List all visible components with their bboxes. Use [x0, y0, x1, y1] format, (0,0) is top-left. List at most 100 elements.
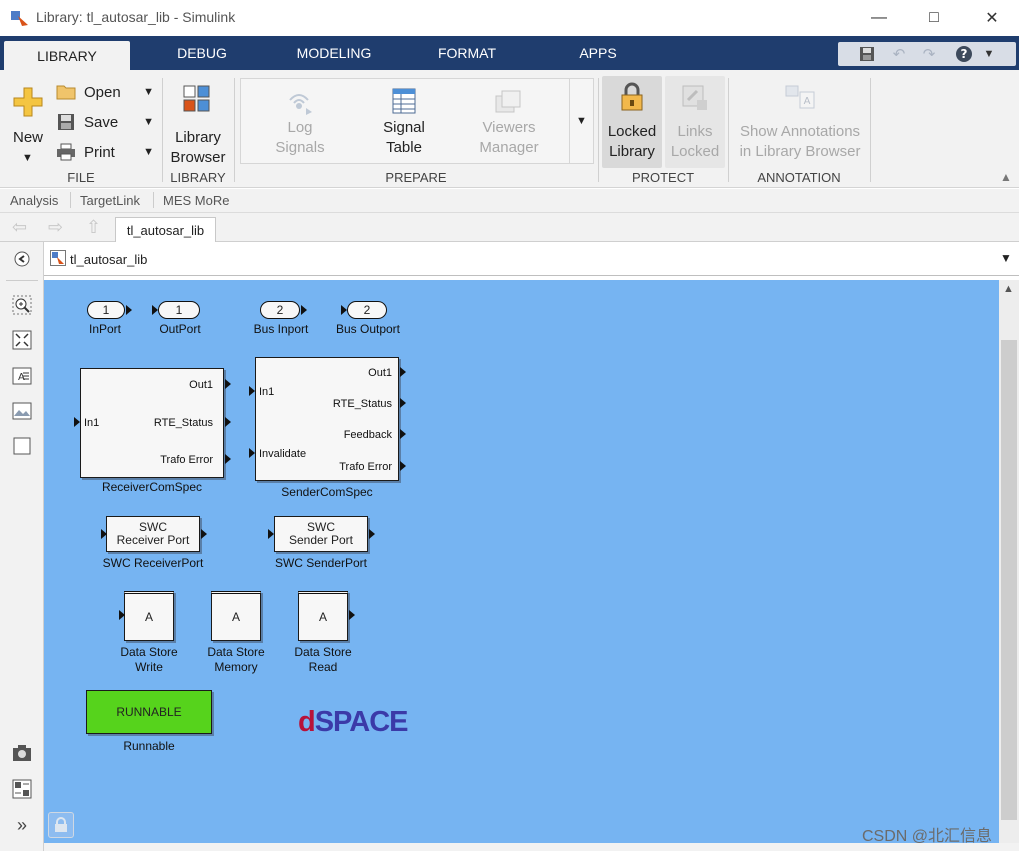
forward-arrow-icon[interactable]: ⇨ — [48, 217, 64, 237]
data-store-read-text: A — [318, 610, 327, 624]
back-arrow-icon[interactable]: ⇦ — [12, 217, 28, 237]
viewers-manager-icon — [495, 90, 521, 113]
help-icon[interactable]: ? — [953, 44, 975, 64]
data-store-write-block[interactable]: A — [124, 591, 174, 641]
printer-icon — [57, 143, 75, 161]
port-arrow — [74, 417, 80, 427]
chevron-down-icon: ▼ — [143, 116, 154, 128]
undo-icon[interactable]: ↶ — [892, 46, 906, 63]
runnable-text: RUNNABLE — [116, 705, 182, 719]
fit-to-view-icon[interactable] — [11, 329, 33, 351]
title-bar: Library: tl_autosar_lib - Simulink — □ ✕ — [0, 0, 1019, 36]
expand-palette-icon[interactable]: » — [16, 814, 27, 835]
image-tool-icon[interactable] — [11, 400, 33, 422]
up-arrow-icon[interactable]: ⇧ — [86, 217, 102, 237]
port-arrow — [101, 529, 107, 539]
open-button[interactable]: Open ▼ — [56, 78, 154, 106]
chevron-down-icon: ▼ — [143, 146, 154, 158]
document-tab[interactable]: tl_autosar_lib — [115, 217, 216, 242]
prepare-group-label: PREPARE — [385, 170, 447, 185]
scroll-up-icon[interactable]: ▲ — [1003, 283, 1014, 295]
new-plus-icon — [13, 87, 43, 117]
scrollbar-thumb[interactable] — [1001, 340, 1017, 820]
hide-browser-icon[interactable] — [11, 248, 33, 270]
sender-feedback-label: Feedback — [343, 429, 392, 441]
menu-mes-more[interactable]: MES MoRe — [163, 193, 230, 208]
swc-sender-port-block[interactable]: SWC Sender Port — [274, 516, 368, 552]
zoom-in-icon[interactable] — [11, 294, 33, 316]
area-tool-icon[interactable] — [11, 435, 33, 457]
close-button[interactable]: ✕ — [985, 10, 999, 27]
model-canvas[interactable]: 1 InPort 1 OutPort 2 Bus Inport 2 Bus Ou… — [44, 280, 999, 843]
palette-divider — [6, 280, 38, 281]
menu-analysis[interactable]: Analysis — [10, 193, 59, 208]
navigation-bar: ⇦ ⇨ ⇧ tl_autosar_lib — [0, 213, 1019, 242]
inport-block[interactable]: 1 — [87, 301, 125, 319]
menu-targetlink[interactable]: TargetLink — [80, 193, 140, 208]
viewers-manager-button[interactable]: Viewers Manager — [470, 82, 548, 162]
redo-icon[interactable]: ↷ — [922, 46, 936, 63]
port-arrow — [341, 305, 347, 315]
svg-text:dSPACE: dSPACE — [298, 706, 408, 735]
save-icon[interactable] — [856, 44, 878, 64]
locked-library-button[interactable]: Locked Library — [602, 76, 662, 168]
swc-sender-port-label: SWC SenderPort — [274, 556, 368, 570]
runnable-label: Runnable — [123, 739, 175, 753]
tab-format[interactable]: FORMAT — [437, 45, 497, 61]
port-arrow — [126, 305, 132, 315]
data-store-write-label-2: Write — [135, 660, 163, 674]
sender-comspec-block[interactable]: In1 Invalidate Out1 RTE_Status Feedback … — [255, 357, 399, 481]
bus-inport-block[interactable]: 2 — [260, 301, 300, 319]
annotation-icon: A — [785, 85, 815, 109]
lock-icon — [621, 82, 643, 111]
property-inspector-icon[interactable] — [11, 778, 33, 800]
save-button[interactable]: Save ▼ — [56, 108, 154, 136]
links-locked-icon — [682, 85, 707, 110]
tab-debug[interactable]: DEBUG — [177, 45, 227, 61]
signal-table-button[interactable]: Signal Table — [368, 82, 440, 162]
links-locked-button[interactable]: Links Locked — [665, 76, 725, 168]
tab-modeling[interactable]: MODELING — [296, 45, 372, 61]
model-path[interactable]: tl_autosar_lib — [70, 252, 148, 267]
print-button[interactable]: Print ▼ — [56, 138, 154, 166]
tab-library[interactable]: LIBRARY — [4, 41, 130, 70]
new-button[interactable]: New ▼ — [6, 76, 50, 166]
swc-receiver-port-block[interactable]: SWC Receiver Port — [106, 516, 200, 552]
protect-group-label: PROTECT — [631, 170, 695, 185]
bus-inport-label: Bus Inport — [253, 322, 309, 336]
collapse-ribbon-icon[interactable]: ▲ — [1000, 170, 1012, 184]
minimize-button[interactable]: — — [871, 9, 887, 26]
maximize-button[interactable]: □ — [929, 9, 939, 26]
bus-outport-block[interactable]: 2 — [347, 301, 387, 319]
gallery-expand-button[interactable]: ▼ — [569, 79, 593, 163]
library-lock-indicator[interactable] — [48, 812, 74, 838]
data-store-write-label-1: Data Store — [120, 645, 178, 659]
address-dropdown-icon[interactable]: ▼ — [1000, 251, 1012, 265]
annotation-tool-icon[interactable]: A — [11, 365, 33, 387]
locked-library-label-2: Library — [609, 143, 655, 160]
library-browser-button[interactable]: Library Browser — [166, 76, 230, 166]
outport-number: 1 — [175, 303, 183, 317]
bus-outport-number: 2 — [363, 303, 371, 317]
data-store-memory-block[interactable]: A — [211, 591, 261, 641]
help-dropdown-icon[interactable]: ▼ — [983, 48, 995, 60]
receiver-comspec-block[interactable]: In1 Out1 RTE_Status Trafo Error — [80, 368, 224, 478]
save-disk-icon — [58, 114, 74, 130]
log-signals-button[interactable]: Log Signals — [264, 82, 336, 162]
data-store-read-block[interactable]: A — [298, 591, 348, 641]
data-store-memory-label-1: Data Store — [207, 645, 265, 659]
data-store-memory-text: A — [231, 610, 240, 624]
runnable-block[interactable]: RUNNABLE — [86, 690, 212, 734]
sender-in1-label: In1 — [259, 386, 275, 398]
receiver-rte-status-label: RTE_Status — [153, 417, 213, 429]
signal-table-icon — [392, 88, 416, 114]
screenshot-camera-icon[interactable] — [11, 742, 33, 764]
tab-apps[interactable]: APPS — [579, 45, 617, 61]
outport-block[interactable]: 1 — [158, 301, 200, 319]
show-annotations-button[interactable]: A Show Annotations in Library Browser — [734, 76, 866, 168]
chevron-down-icon: ▼ — [22, 152, 33, 164]
csdn-watermark: CSDN @北汇信息 — [862, 828, 993, 845]
svg-text:?: ? — [961, 47, 968, 61]
